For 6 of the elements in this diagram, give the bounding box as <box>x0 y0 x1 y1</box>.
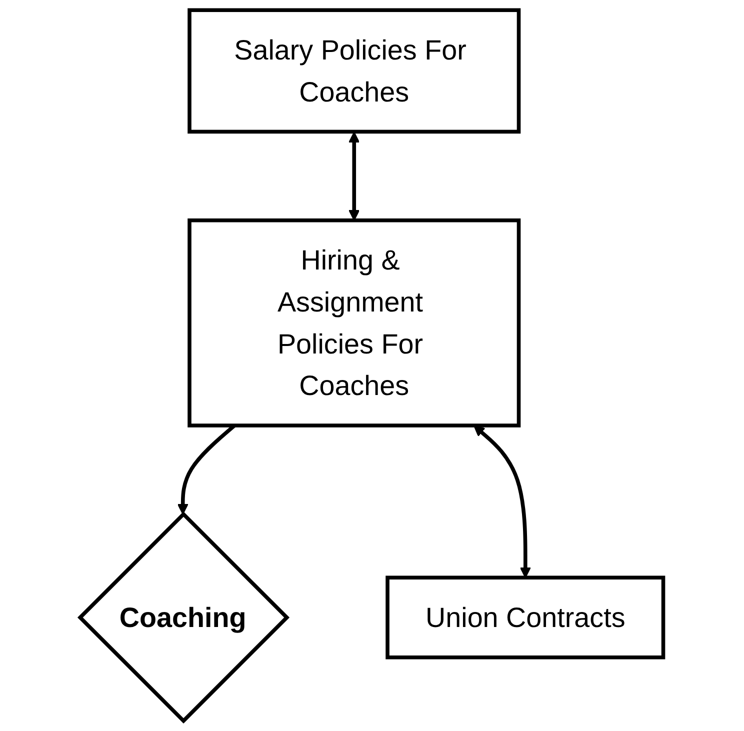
node-box: Union Contracts <box>386 576 666 660</box>
arrow <box>474 425 532 578</box>
node-box: Salary Policies For Coaches <box>188 8 521 134</box>
node-diamond: Coaching <box>78 511 290 724</box>
arrow <box>348 132 360 221</box>
node-box: Hiring & Assignment Policies For Coaches <box>188 218 521 428</box>
